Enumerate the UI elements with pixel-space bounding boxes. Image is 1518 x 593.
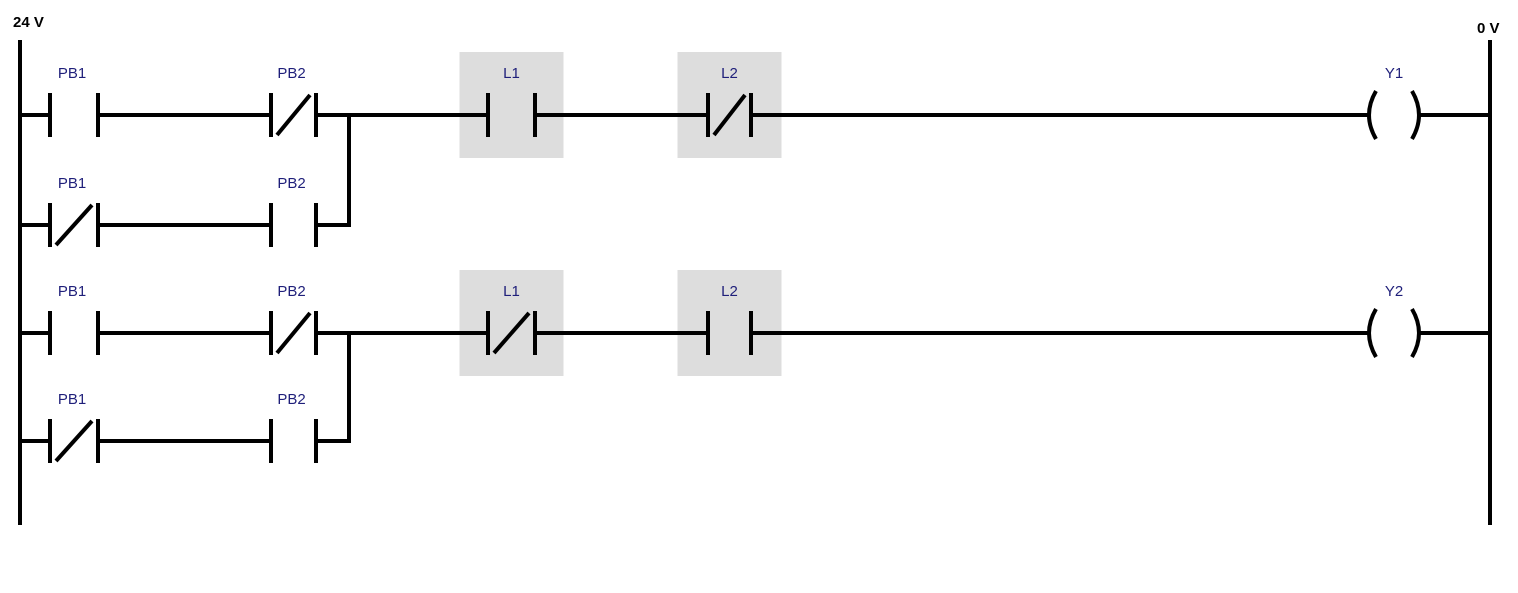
coil-label: Y1 — [1385, 65, 1403, 82]
contact-l2-no — [706, 311, 753, 355]
contact-pb1-no — [48, 93, 100, 137]
output-coil-y1 — [1367, 89, 1421, 141]
coil-left-arc — [1367, 307, 1378, 359]
contact-pb1-nc — [48, 419, 100, 463]
contact-pb2-nc — [269, 311, 318, 355]
coil-right-arc — [1410, 89, 1421, 141]
contact-nc-slash — [54, 203, 94, 247]
contact-label: PB2 — [277, 283, 305, 300]
interlock-highlight-l1 — [459, 270, 564, 376]
contact-l1-no — [486, 93, 537, 137]
contact-label: L2 — [721, 65, 738, 82]
contact-nc-slash — [54, 419, 94, 463]
contact-label: PB1 — [58, 65, 86, 82]
interlock-highlight-l2 — [677, 270, 782, 376]
contact-label: PB2 — [277, 65, 305, 82]
contact-label: PB1 — [58, 391, 86, 408]
contact-nc-slash — [275, 93, 312, 137]
left-rail-label: 24 V — [13, 14, 44, 31]
interlock-highlight-l1 — [459, 52, 564, 158]
contact-label: PB2 — [277, 391, 305, 408]
contact-label: L1 — [503, 65, 520, 82]
contact-pb1-nc — [48, 203, 100, 247]
contact-l1-nc — [486, 311, 537, 355]
contact-nc-slash — [712, 93, 747, 137]
contact-pb2-no — [269, 419, 318, 463]
contact-label: PB2 — [277, 175, 305, 192]
contact-label: PB1 — [58, 283, 86, 300]
contact-pb2-nc — [269, 93, 318, 137]
output-coil-y2 — [1367, 307, 1421, 359]
contact-l2-nc — [706, 93, 753, 137]
contact-nc-slash — [492, 311, 531, 355]
contact-label: L2 — [721, 283, 738, 300]
contact-label: L1 — [503, 283, 520, 300]
right-rail-label: 0 V — [1477, 20, 1500, 37]
highlight-layer — [459, 52, 782, 376]
element-layer — [48, 89, 1421, 463]
contact-pb1-no — [48, 311, 100, 355]
coil-left-arc — [1367, 89, 1378, 141]
contact-label: PB1 — [58, 175, 86, 192]
wire-layer — [18, 40, 1492, 525]
coil-label: Y2 — [1385, 283, 1403, 300]
coil-right-arc — [1410, 307, 1421, 359]
interlock-highlight-l2 — [677, 52, 782, 158]
contact-nc-slash — [275, 311, 312, 355]
contact-pb2-no — [269, 203, 318, 247]
